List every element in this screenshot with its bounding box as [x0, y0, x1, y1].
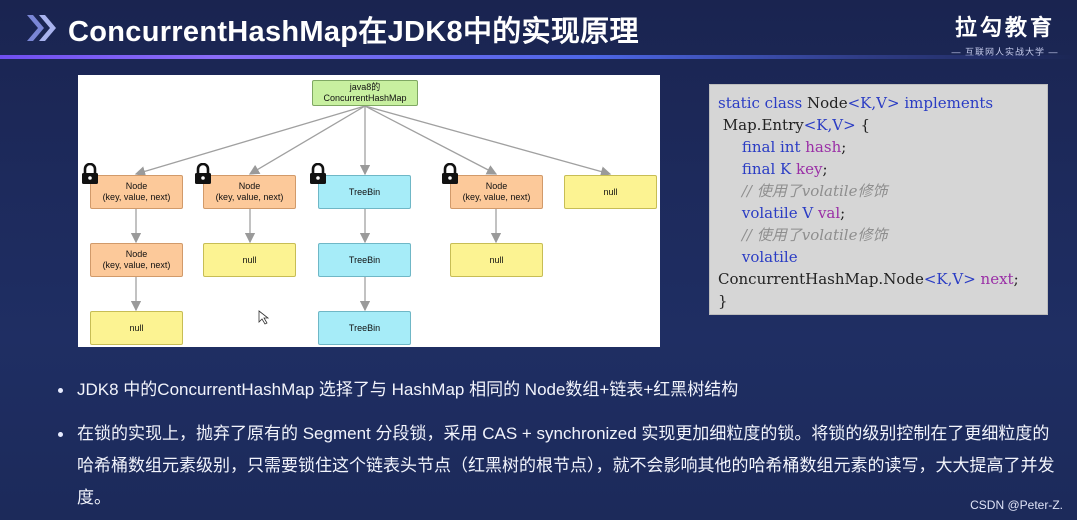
code-keyword: volatile V [718, 204, 814, 222]
code-identifier: Node [802, 94, 848, 112]
node-label: Node (key, value, next) [102, 249, 171, 270]
code-snippet-panel: static class Node<K,V> implements Map.En… [709, 84, 1048, 315]
bucket-2-node: Node (key, value, next) [203, 175, 296, 209]
code-identifier: ConcurrentHashMap.Node [718, 270, 924, 288]
code-identifier: Map.Entry [718, 116, 804, 134]
root-node-label: java8的 ConcurrentHashMap [323, 82, 407, 103]
lock-icon [442, 163, 458, 184]
code-line: volatile V val; [718, 202, 1047, 224]
code-keyword: final K [718, 160, 792, 178]
code-brace: } [718, 292, 728, 310]
code-keyword: implements [899, 94, 994, 112]
code-comment: // 使用了volatile修饰 [718, 182, 888, 200]
cursor-icon [258, 310, 270, 325]
bucket-3-treebin: TreeBin [318, 175, 411, 209]
root-node: java8的 ConcurrentHashMap [312, 80, 418, 106]
code-line: final int hash; [718, 136, 1047, 158]
brand-logo: 拉勾教育 — 互联网人实战大学 — [950, 10, 1060, 60]
chevron-right-icon [27, 15, 56, 41]
code-field: hash [800, 138, 842, 156]
bucket-4-node: Node (key, value, next) [450, 175, 543, 209]
null-label: null [129, 322, 144, 333]
code-punct: ; [1013, 270, 1019, 288]
code-line: static class Node<K,V> implements [718, 92, 1047, 114]
bucket-5-null: null [564, 175, 657, 209]
code-field: val [813, 204, 841, 222]
code-brace: { [855, 116, 870, 134]
bucket-1-node: Node (key, value, next) [90, 175, 183, 209]
bucket-4-null: null [450, 243, 543, 277]
watermark-credit: CSDN @Peter-Z. [970, 498, 1063, 512]
logo-tagline: — 互联网人实战大学 — [951, 47, 1059, 57]
node-label: Node (key, value, next) [462, 181, 531, 202]
bucket-2-null: null [203, 243, 296, 277]
bullet-item: 在锁的实现上，抛弃了原有的 Segment 分段锁，采用 CAS + synch… [55, 418, 1055, 514]
code-field: next [975, 270, 1014, 288]
code-generic: <K,V> [923, 270, 976, 288]
code-keyword: volatile [718, 248, 798, 266]
code-comment: // 使用了volatile修饰 [718, 226, 888, 244]
code-field: key [791, 160, 823, 178]
bullet-item: JDK8 中的ConcurrentHashMap 选择了与 HashMap 相同… [55, 374, 1055, 406]
node-label: Node (key, value, next) [102, 181, 171, 202]
slide-title: ConcurrentHashMap在JDK8中的实现原理 [68, 16, 639, 48]
slide-header: ConcurrentHashMap在JDK8中的实现原理 拉勾教育 — 互联网人… [0, 0, 1077, 62]
code-keyword: final int [718, 138, 801, 156]
bullet-list: JDK8 中的ConcurrentHashMap 选择了与 HashMap 相同… [55, 374, 1055, 514]
null-label: null [489, 254, 504, 265]
code-punct: ; [822, 160, 828, 178]
code-punct: ; [840, 204, 846, 222]
diagram-connectors [130, 105, 612, 325]
header-divider [0, 55, 1077, 59]
null-label: null [242, 254, 257, 265]
code-keyword: static class [718, 94, 803, 112]
hashmap-structure-diagram: java8的 ConcurrentHashMap Node (key, valu… [78, 75, 660, 347]
code-line: volatile [718, 246, 1047, 268]
bucket-3-treebin-leaf: TreeBin [318, 311, 411, 345]
node-label: Node (key, value, next) [215, 181, 284, 202]
code-generic: <K,V> [847, 94, 900, 112]
code-line: ConcurrentHashMap.Node<K,V> next; [718, 268, 1047, 290]
lock-icon [82, 163, 98, 184]
code-line: final K key; [718, 158, 1047, 180]
logo-text: 拉勾教育 [954, 15, 1055, 40]
code-line: Map.Entry<K,V> { [718, 114, 1047, 136]
treebin-label: TreeBin [348, 322, 381, 333]
code-punct: ; [841, 138, 847, 156]
treebin-label: TreeBin [348, 254, 381, 265]
bucket-1-chain-node: Node (key, value, next) [90, 243, 183, 277]
code-generic: <K,V> [803, 116, 856, 134]
bucket-3-treebin-child: TreeBin [318, 243, 411, 277]
bucket-1-null: null [90, 311, 183, 345]
null-label: null [603, 186, 618, 197]
code-line: } [718, 290, 1047, 312]
lock-icon [310, 163, 326, 184]
treebin-label: TreeBin [348, 186, 381, 197]
lock-icon [195, 163, 211, 184]
